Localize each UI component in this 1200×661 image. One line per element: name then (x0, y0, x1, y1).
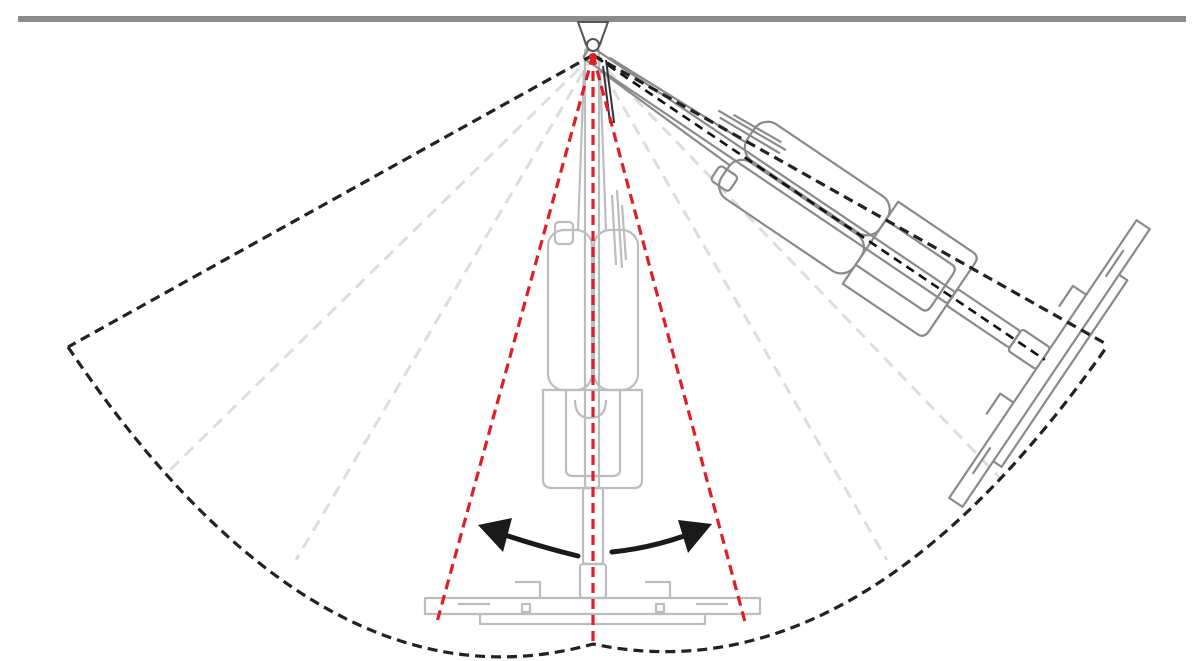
center-range-left-edge (435, 54, 595, 623)
sweep-guide-lines (168, 53, 1002, 561)
outer-range-left-edge (67, 53, 594, 349)
sweep-guide-3 (591, 54, 889, 561)
center-swing-range (435, 53, 747, 643)
outer-range-right-edge (592, 53, 1109, 347)
sweep-guide-4 (591, 53, 1002, 480)
outer-swing-range (66, 53, 1110, 659)
rotate-left-arrow-icon (478, 518, 581, 559)
ceiling-rail (18, 16, 1186, 22)
ceiling-mount (576, 21, 616, 123)
sweep-guide-1 (168, 53, 595, 472)
pivot-point (589, 53, 597, 61)
sweep-guide-2 (294, 54, 595, 561)
rotate-right-arrow-icon (609, 520, 712, 555)
center-range-right-edge (591, 54, 747, 623)
arm-center-position (423, 22, 762, 626)
outer-range-arc (66, 344, 1110, 659)
